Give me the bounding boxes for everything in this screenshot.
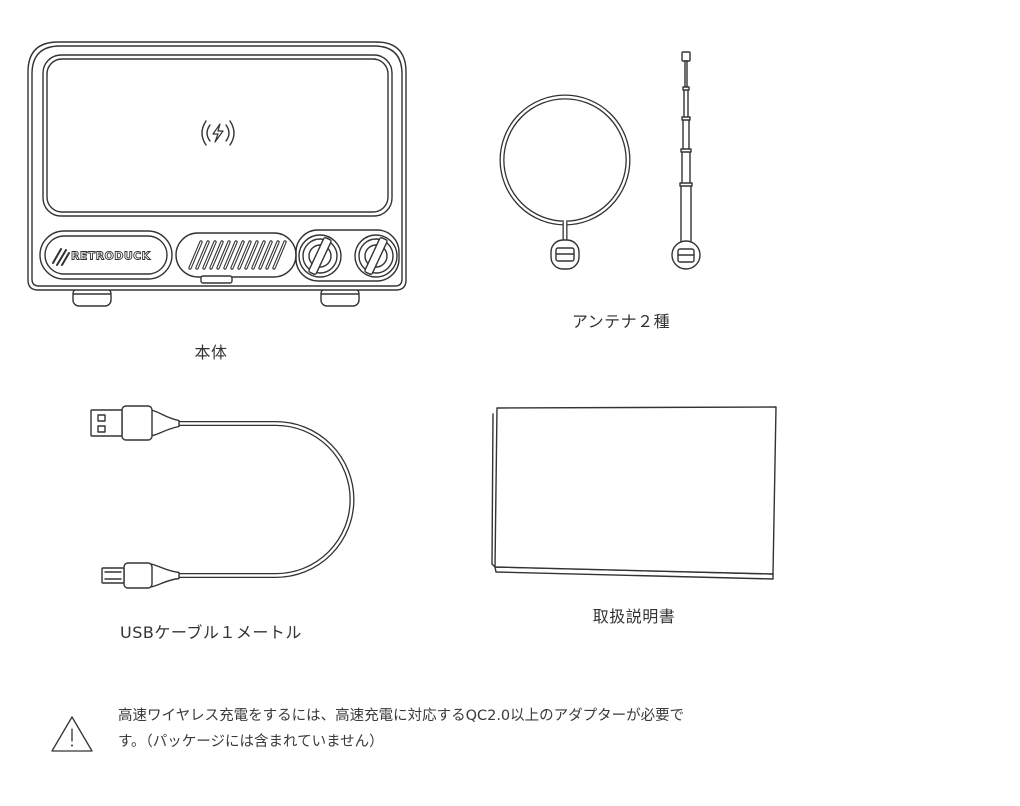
charging-pad-screen	[42, 54, 393, 217]
body-shell-inner	[31, 45, 403, 287]
telescopic-antenna-drawing	[671, 51, 701, 270]
wireless-charging-icon	[201, 120, 235, 146]
manual-label: 取扱説明書	[592, 607, 676, 626]
antennas-label: アンテナ２種	[571, 312, 671, 331]
instruction-manual-drawing	[491, 406, 777, 580]
usb-a-plug	[90, 405, 180, 441]
foot-right	[320, 287, 360, 307]
main-unit-label: 本体	[194, 343, 228, 362]
brand-logo-mark-icon	[52, 248, 70, 266]
charging-note-line-2: す。（パッケージには含まれていません）	[118, 734, 384, 750]
brand-logo-text: RETRODUCK	[71, 250, 151, 263]
loop-antenna-drawing	[499, 94, 631, 270]
tuning-knob	[354, 234, 398, 278]
body-shell-outer	[27, 41, 407, 291]
micro-usb-plug	[101, 562, 180, 589]
usb-cable-label: USBケーブル１メートル	[120, 623, 302, 642]
charging-pad-screen-inner	[46, 58, 389, 213]
main-unit-drawing: RETRODUCK	[27, 41, 407, 307]
knob-panel	[295, 229, 400, 282]
volume-knob	[298, 234, 342, 278]
usb-cable-drawing	[90, 405, 355, 589]
bottom-port-tab	[200, 275, 233, 284]
brand-logo-badge: RETRODUCK	[39, 230, 173, 280]
foot-left	[72, 287, 112, 307]
warning-icon	[51, 716, 93, 752]
charging-note-line-1: 高速ワイヤレス充電をするには、高速充電に対応するQC2.0以上のアダプターが必要…	[118, 708, 685, 724]
